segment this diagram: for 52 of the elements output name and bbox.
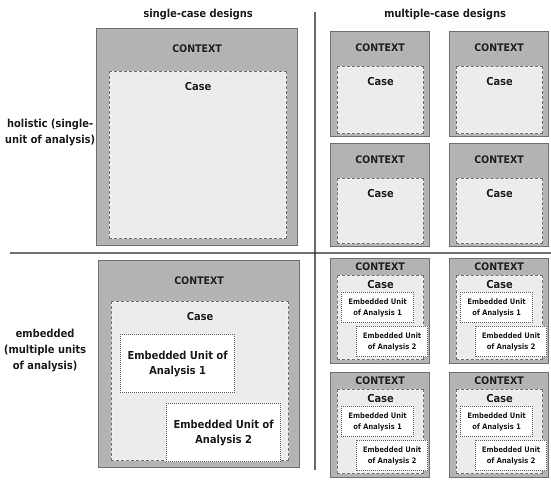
context-heading: CONTEXT — [354, 261, 406, 273]
case-heading: Case — [485, 278, 514, 291]
context-box — [449, 143, 549, 247]
context-box — [330, 31, 430, 137]
column-heading: multiple-case designs — [383, 6, 507, 22]
case-box — [456, 178, 543, 244]
embedded-unit-box — [120, 334, 235, 393]
embedded-unit-box — [460, 406, 533, 437]
context-box — [449, 31, 549, 137]
context-heading: CONTEXT — [354, 154, 406, 166]
embedded-unit-box — [356, 326, 428, 357]
case-box — [111, 301, 289, 461]
context-heading: CONTEXT — [354, 42, 406, 54]
context-box — [330, 372, 430, 478]
case-heading: Case — [485, 75, 514, 88]
context-heading: CONTEXT — [354, 375, 406, 387]
embedded-unit-box — [341, 292, 414, 323]
embedded-unit-box — [475, 326, 547, 357]
embedded-unit-box — [166, 403, 281, 462]
context-box — [98, 260, 300, 468]
case-box — [456, 66, 543, 134]
case-box — [337, 178, 424, 244]
case-box — [337, 66, 424, 134]
case-heading: Case — [366, 187, 395, 200]
context-heading: CONTEXT — [473, 42, 525, 54]
context-heading: CONTEXT — [171, 43, 223, 55]
embedded-unit-label: Embedded Unit of Analysis 1 — [126, 348, 229, 378]
context-box — [96, 28, 298, 246]
case-box — [109, 71, 287, 239]
column-heading: single-case designs — [142, 6, 254, 22]
case-heading: Case — [366, 278, 395, 291]
context-box — [330, 143, 430, 247]
context-heading: CONTEXT — [173, 275, 225, 287]
case-heading: Case — [485, 187, 514, 200]
embedded-unit-box — [356, 440, 428, 471]
context-box — [449, 372, 549, 478]
embedded-unit-box — [475, 440, 547, 471]
embedded-unit-label: Embedded Unit of Analysis 2 — [172, 418, 275, 448]
case-heading: Case — [186, 310, 214, 323]
context-heading: CONTEXT — [473, 154, 525, 166]
context-heading: CONTEXT — [473, 261, 525, 273]
context-box — [449, 258, 549, 364]
case-heading: Case — [184, 80, 212, 93]
context-box — [330, 258, 430, 364]
embedded-unit-box — [341, 406, 414, 437]
case-heading: Case — [366, 392, 395, 405]
context-heading: CONTEXT — [473, 375, 525, 387]
row-heading: embedded (multiple units of analysis) — [2, 326, 88, 374]
embedded-unit-box — [460, 292, 533, 323]
case-heading: Case — [485, 392, 514, 405]
row-heading: holistic (single-unit of analysis) — [4, 116, 96, 148]
case-heading: Case — [366, 75, 395, 88]
